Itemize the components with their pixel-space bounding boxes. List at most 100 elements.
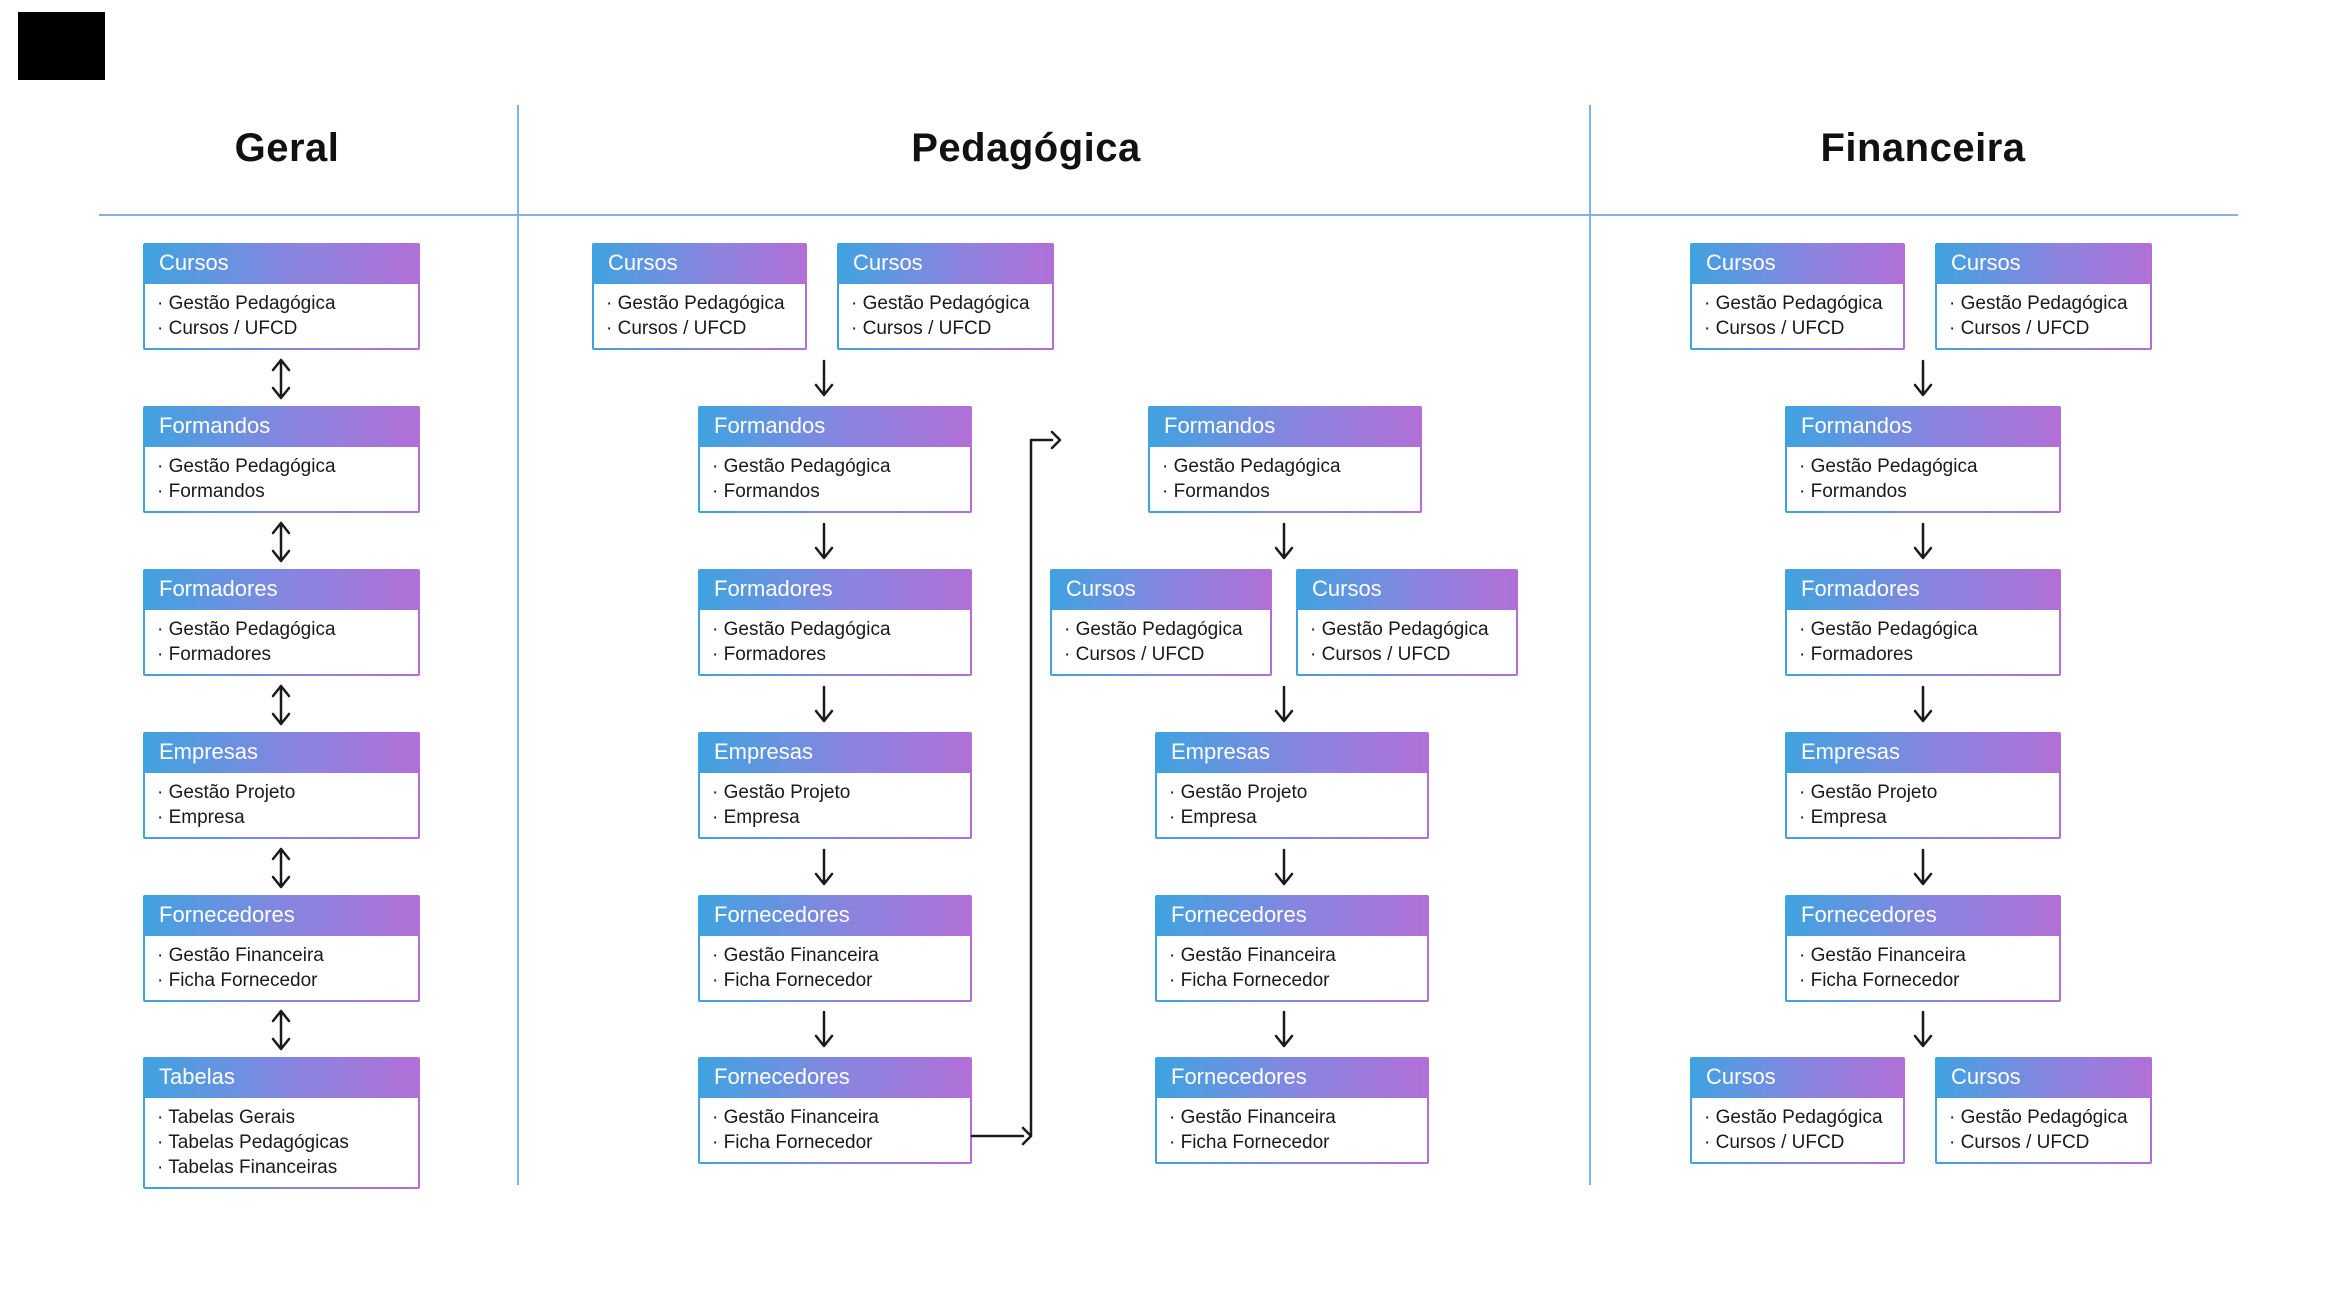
arrow-down-icon xyxy=(1913,359,1933,397)
logo-block xyxy=(18,12,105,80)
arrow-down-icon xyxy=(814,1010,834,1048)
node-body-text: · Gestão Pedagógica · Cursos / UFCD xyxy=(143,282,420,350)
node-fin-formandos: Formandos · Gestão Pedagógica · Formando… xyxy=(1785,406,2061,513)
node-body-text: · Gestão Pedagógica · Cursos / UFCD xyxy=(1935,282,2152,350)
column-divider-line-2 xyxy=(1589,105,1591,1185)
arrow-updown-icon xyxy=(271,847,291,889)
node-body-text: · Gestão Pedagógica · Formadores xyxy=(1785,608,2061,676)
node-body-text: · Gestão Financeira · Ficha Fornecedor xyxy=(143,934,420,1002)
node-ped-right-fornecedores-1: Fornecedores · Gestão Financeira · Ficha… xyxy=(1155,895,1429,1002)
node-header-label: Fornecedores xyxy=(1155,1057,1429,1096)
node-header-label: Fornecedores xyxy=(698,1057,972,1096)
node-body-text: · Gestão Pedagógica · Formadores xyxy=(698,608,972,676)
arrow-down-icon xyxy=(1274,848,1294,886)
node-body-text: · Gestão Financeira · Ficha Fornecedor xyxy=(1785,934,2061,1002)
node-header-label: Formadores xyxy=(698,569,972,608)
node-header-label: Tabelas xyxy=(143,1057,420,1096)
node-ped-formandos: Formandos · Gestão Pedagógica · Formando… xyxy=(698,406,972,513)
node-ped-right-empresas: Empresas · Gestão Projeto · Empresa xyxy=(1155,732,1429,839)
node-header-label: Empresas xyxy=(698,732,972,771)
arrow-updown-icon xyxy=(271,521,291,563)
arrow-down-icon xyxy=(814,359,834,397)
node-header-label: Formandos xyxy=(698,406,972,445)
node-header-label: Cursos xyxy=(1690,243,1905,282)
node-body-text: · Gestão Pedagógica · Cursos / UFCD xyxy=(1690,282,1905,350)
node-geral-empresas: Empresas · Gestão Projeto · Empresa xyxy=(143,732,420,839)
node-body-text: · Gestão Pedagógica · Formandos xyxy=(1148,445,1422,513)
arrow-down-icon xyxy=(1274,522,1294,560)
node-ped-empresas: Empresas · Gestão Projeto · Empresa xyxy=(698,732,972,839)
arrow-down-icon xyxy=(1274,685,1294,723)
node-body-text: · Gestão Projeto · Empresa xyxy=(143,771,420,839)
node-body-text: · Gestão Pedagógica · Formandos xyxy=(698,445,972,513)
node-header-label: Cursos xyxy=(1296,569,1518,608)
column-title-financeira: Financeira xyxy=(1820,126,2026,170)
arrow-down-icon xyxy=(1913,522,1933,560)
node-ped-fornecedores-1: Fornecedores · Gestão Financeira · Ficha… xyxy=(698,895,972,1002)
node-body-text: · Gestão Pedagógica · Cursos / UFCD xyxy=(1690,1096,1905,1164)
arrow-down-icon xyxy=(814,522,834,560)
node-header-label: Fornecedores xyxy=(698,895,972,934)
column-divider-line-1 xyxy=(517,105,519,1185)
arrow-down-icon xyxy=(1913,848,1933,886)
node-header-label: Cursos xyxy=(1935,243,2152,282)
connector-fornecedores-to-formandos xyxy=(970,430,1062,1146)
arrow-down-icon xyxy=(1913,685,1933,723)
node-body-text: · Gestão Financeira · Ficha Fornecedor xyxy=(1155,934,1429,1002)
node-fin-fornecedores: Fornecedores · Gestão Financeira · Ficha… xyxy=(1785,895,2061,1002)
node-body-text: · Gestão Pedagógica · Formandos xyxy=(1785,445,2061,513)
node-ped-fornecedores-2: Fornecedores · Gestão Financeira · Ficha… xyxy=(698,1057,972,1164)
node-fin-formadores: Formadores · Gestão Pedagógica · Formado… xyxy=(1785,569,2061,676)
node-fin-cursos-1: Cursos · Gestão Pedagógica · Cursos / UF… xyxy=(1690,243,1905,350)
node-header-label: Cursos xyxy=(592,243,807,282)
node-body-text: · Gestão Pedagógica · Cursos / UFCD xyxy=(1296,608,1518,676)
node-geral-fornecedores: Fornecedores · Gestão Financeira · Ficha… xyxy=(143,895,420,1002)
node-body-text: · Gestão Projeto · Empresa xyxy=(1155,771,1429,839)
node-header-label: Formandos xyxy=(143,406,420,445)
node-header-label: Cursos xyxy=(1050,569,1272,608)
node-header-label: Formadores xyxy=(143,569,420,608)
arrow-down-icon xyxy=(814,848,834,886)
node-ped-right-formandos: Formandos · Gestão Pedagógica · Formando… xyxy=(1148,406,1422,513)
node-ped-right-cursos-1: Cursos · Gestão Pedagógica · Cursos / UF… xyxy=(1050,569,1272,676)
arrow-updown-icon xyxy=(271,684,291,726)
node-geral-formandos: Formandos · Gestão Pedagógica · Formando… xyxy=(143,406,420,513)
node-ped-right-cursos-2: Cursos · Gestão Pedagógica · Cursos / UF… xyxy=(1296,569,1518,676)
node-fin-cursos-4: Cursos · Gestão Pedagógica · Cursos / UF… xyxy=(1935,1057,2152,1164)
node-header-label: Fornecedores xyxy=(1785,895,2061,934)
node-geral-tabelas: Tabelas · Tabelas Gerais · Tabelas Pedag… xyxy=(143,1057,420,1189)
node-body-text: · Gestão Pedagógica · Cursos / UFCD xyxy=(837,282,1054,350)
arrow-down-icon xyxy=(814,685,834,723)
node-fin-empresas: Empresas · Gestão Projeto · Empresa xyxy=(1785,732,2061,839)
column-title-geral: Geral xyxy=(234,126,340,170)
node-body-text: · Gestão Financeira · Ficha Fornecedor xyxy=(1155,1096,1429,1164)
node-header-label: Empresas xyxy=(1155,732,1429,771)
arrow-updown-icon xyxy=(271,1009,291,1051)
node-header-label: Empresas xyxy=(143,732,420,771)
node-header-label: Formandos xyxy=(1785,406,2061,445)
node-header-label: Fornecedores xyxy=(1155,895,1429,934)
header-divider-line xyxy=(99,214,2238,216)
node-body-text: · Gestão Pedagógica · Cursos / UFCD xyxy=(1050,608,1272,676)
node-body-text: · Gestão Projeto · Empresa xyxy=(1785,771,2061,839)
node-body-text: · Gestão Financeira · Ficha Fornecedor xyxy=(698,934,972,1002)
node-ped-formadores: Formadores · Gestão Pedagógica · Formado… xyxy=(698,569,972,676)
node-geral-formadores: Formadores · Gestão Pedagógica · Formado… xyxy=(143,569,420,676)
node-body-text: · Gestão Projeto · Empresa xyxy=(698,771,972,839)
node-header-label: Cursos xyxy=(837,243,1054,282)
node-ped-right-fornecedores-2: Fornecedores · Gestão Financeira · Ficha… xyxy=(1155,1057,1429,1164)
node-body-text: · Gestão Pedagógica · Formandos xyxy=(143,445,420,513)
column-title-pedagogica: Pedagógica xyxy=(911,126,1141,170)
node-ped-cursos-2: Cursos · Gestão Pedagógica · Cursos / UF… xyxy=(837,243,1054,350)
arrow-down-icon xyxy=(1274,1010,1294,1048)
node-body-text: · Gestão Pedagógica · Formadores xyxy=(143,608,420,676)
node-header-label: Cursos xyxy=(1690,1057,1905,1096)
node-header-label: Empresas xyxy=(1785,732,2061,771)
arrow-updown-icon xyxy=(271,358,291,400)
node-header-label: Cursos xyxy=(143,243,420,282)
node-fin-cursos-2: Cursos · Gestão Pedagógica · Cursos / UF… xyxy=(1935,243,2152,350)
node-header-label: Fornecedores xyxy=(143,895,420,934)
arrow-down-icon xyxy=(1913,1010,1933,1048)
node-body-text: · Gestão Pedagógica · Cursos / UFCD xyxy=(592,282,807,350)
